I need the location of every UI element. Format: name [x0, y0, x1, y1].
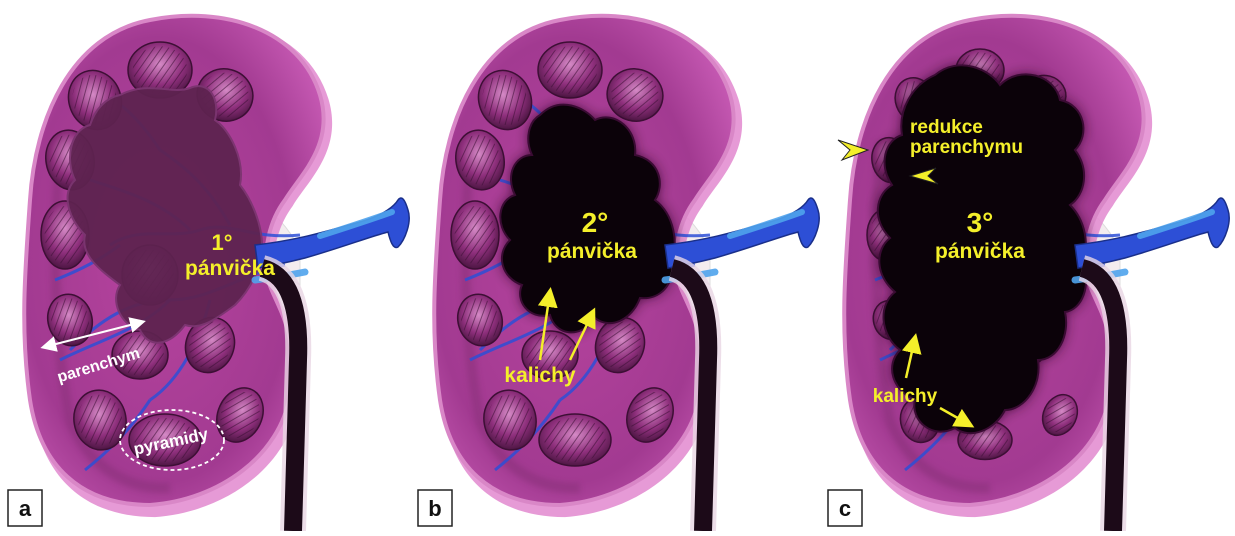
pyramid-texture: [543, 46, 597, 94]
calyces-label: kalichy: [873, 386, 938, 407]
panel-letter: b: [428, 496, 441, 521]
renal-pyramid: [538, 42, 602, 98]
grade-label: 3°: [967, 207, 994, 238]
renal-pyramid: [451, 201, 499, 269]
panel-letter: c: [839, 496, 851, 521]
calyces-label: kalichy: [504, 364, 576, 387]
pelvis-label: pánvička: [547, 240, 637, 263]
reduction-label-line1: redukce: [910, 117, 983, 138]
pelvis-label: pánvička: [935, 240, 1025, 263]
pyramid-texture: [133, 46, 187, 94]
grade-label: 2°: [582, 207, 609, 238]
pyramid-texture: [455, 206, 496, 264]
pyramid-texture: [544, 418, 605, 462]
grade-label: 1°: [211, 230, 232, 255]
renal-pyramid: [539, 414, 611, 466]
panel-letter: a: [19, 496, 32, 521]
reduction-label-line2: parenchymu: [910, 137, 1023, 158]
pelvis-label: pánvička: [185, 257, 275, 280]
panel-b: 2°pánvička kalichy b: [418, 16, 819, 531]
